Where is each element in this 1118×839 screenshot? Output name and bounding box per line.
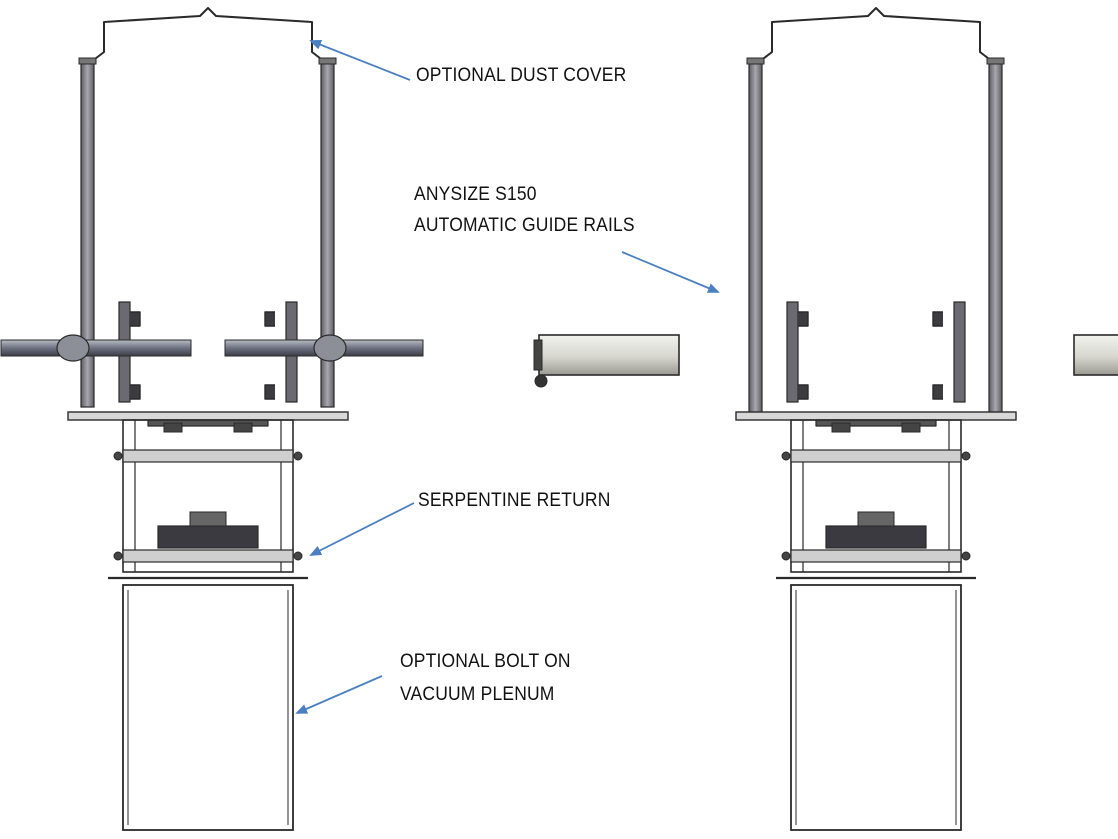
right-guide-rail-cap (318, 57, 337, 65)
roller-bolt-left (113, 551, 123, 561)
vacuum-plenum-label-line1: OPTIONAL BOLT ON (400, 651, 571, 672)
bracket-hook (798, 384, 809, 400)
plenum-outline (790, 584, 962, 831)
side-brackets (786, 301, 966, 403)
bracket-hook (264, 384, 275, 400)
vacuum-plenum (790, 584, 962, 831)
roller-bolt-left (781, 551, 791, 561)
left-belt-clip (831, 422, 851, 433)
right-belt-clip (233, 422, 253, 433)
upper-roller (122, 449, 294, 463)
vacuum-plenum-arrow (295, 675, 383, 714)
right-view (533, 7, 1118, 831)
bracket-hook (130, 384, 141, 400)
deck-plate (735, 411, 1017, 421)
right-side-plate (953, 301, 966, 403)
right-cylinder (1073, 334, 1118, 376)
serpentine-frame (776, 419, 976, 580)
left-shaft-segment (0, 339, 192, 357)
guide-rails (746, 57, 1005, 418)
dust-cover (758, 7, 994, 63)
top-deck (735, 411, 1017, 433)
guide-rails-label-line2: AUTOMATIC GUIDE RAILS (414, 215, 635, 236)
dust-cover (90, 7, 326, 63)
roller-bolt-right (961, 451, 971, 461)
plenum-outline (122, 584, 294, 831)
right-guide-rail-cap (986, 57, 1005, 65)
serpentine-frame (108, 419, 308, 580)
roller-bolt-right (293, 551, 303, 561)
right-guide-rail (988, 61, 1003, 418)
roller-bolt-right (293, 451, 303, 461)
frame-outline (122, 419, 294, 573)
dust-cover-outline (758, 7, 994, 63)
drive-assembly (157, 525, 259, 549)
leader-arrows (295, 40, 720, 714)
left-shaft-collar (56, 334, 90, 362)
right-shaft-collar (313, 334, 347, 362)
deck-plate (67, 411, 349, 421)
dust-cover-label: OPTIONAL DUST COVER (416, 65, 627, 86)
drive-assembly (825, 525, 927, 549)
left-guide-rail-cap (746, 57, 765, 65)
roller-bolt-right (961, 551, 971, 561)
serpentine-return-arrow (309, 502, 415, 556)
drive-housing (857, 511, 895, 527)
guide-rails-arrow (621, 251, 720, 293)
dust-cover-outline (90, 7, 326, 63)
bracket-hook (264, 311, 275, 327)
guide-rails-label-line1: ANYSIZE S150 (414, 184, 537, 205)
dust-cover-arrow (309, 40, 411, 81)
bracket-hook (932, 384, 943, 400)
top-deck (67, 411, 349, 433)
vacuum-plenum-label-line2: VACUUM PLENUM (400, 684, 555, 705)
left-view (0, 7, 424, 831)
roller-bolt-left (781, 451, 791, 461)
bracket-hook (798, 311, 809, 327)
roller-bolt-left (113, 451, 123, 461)
serpentine-return-label: SERPENTINE RETURN (418, 490, 611, 511)
left-cylinder-endcap (533, 339, 543, 371)
drive-housing (189, 511, 227, 527)
adjustment-shaft (0, 334, 424, 362)
left-side-plate (786, 301, 799, 403)
pneumatic-cylinders (533, 334, 1118, 388)
right-belt-clip (901, 422, 921, 433)
left-cylinder (538, 334, 680, 376)
left-cylinder-fitting (534, 374, 548, 388)
upper-roller (790, 449, 962, 463)
lower-roller (122, 549, 294, 563)
guide-rails (78, 57, 337, 408)
vacuum-plenum (122, 584, 294, 831)
frame-outline (790, 419, 962, 573)
bracket-hook (130, 311, 141, 327)
lower-roller (790, 549, 962, 563)
left-belt-clip (163, 422, 183, 433)
left-guide-rail-cap (78, 57, 97, 65)
left-guide-rail (748, 61, 763, 418)
bracket-hook (932, 311, 943, 327)
